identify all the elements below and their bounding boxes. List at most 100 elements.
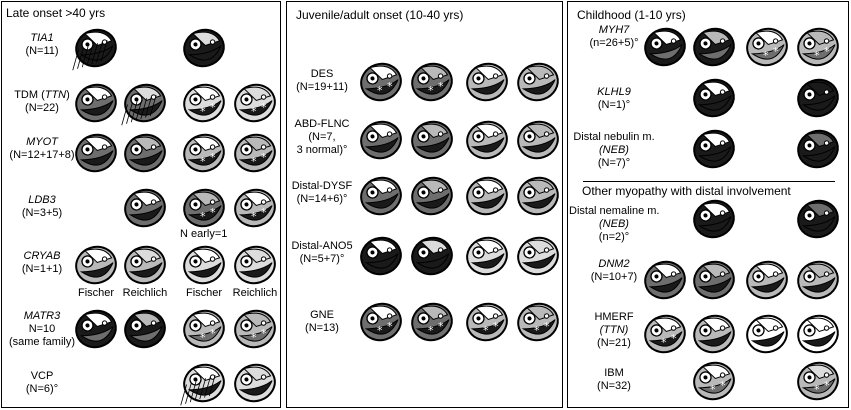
asterisk-mark: *: [387, 320, 393, 333]
leg-cross-section-icon-dysf-1: [360, 176, 402, 216]
leg-cross-section-icon-dysf-3: [466, 176, 508, 216]
leg-cross-section-icon-flnc-1: [360, 120, 402, 160]
row-label-flnc: ABD-FLNC(N=7,3 normal)°: [294, 118, 350, 156]
row-label-dnm2: DNM2(N=10+7): [590, 258, 638, 283]
leg-cross-section-icon-tdm-3: **: [183, 83, 225, 123]
leg-cross-section-icon-gne-4: **: [517, 302, 559, 342]
leg-cross-section-icon-vcp-2: [234, 363, 276, 403]
leg-cross-section-icon-matr3-4: **: [234, 309, 276, 349]
leg-cross-section-icon-flnc-4: [517, 120, 559, 160]
leg-cross-section-icon-neb-1: [693, 129, 735, 169]
leg-cross-section-icon-ano5-1: [360, 236, 402, 276]
leg-cross-section-icon-ldb3-2: **: [183, 188, 225, 228]
leg-cross-section-icon-gne-1: **: [360, 302, 402, 342]
leg-cross-section-icon-dnm2-4: [797, 260, 839, 300]
leg-cross-section-icon-tia1-1: [72, 28, 117, 71]
panel-title-late: Late onset >40 yrs: [6, 6, 106, 20]
leg-cross-section-icon-cryab-4: [234, 245, 276, 285]
asterisk-mark: *: [210, 327, 216, 340]
asterisk-mark: *: [210, 101, 216, 114]
leg-caption: Fischer: [185, 287, 223, 299]
leg-cross-section-icon-cryab-3: [183, 245, 225, 285]
panel-title-juvenile: Juvenile/adult onset (10-40 yrs): [296, 8, 464, 22]
leg-cross-section-icon-des-3: [466, 62, 508, 102]
leg-cross-section-icon-hmerf-4: [797, 314, 839, 354]
leg-cross-section-icon-tdm-2: [121, 83, 166, 126]
row-label-vcp: VCP(N=6)°: [25, 370, 59, 395]
asterisk-mark: *: [251, 331, 257, 344]
row-label-nem: Distal nemaline m.(NEB)(n=2)°: [569, 205, 660, 243]
asterisk-mark: *: [200, 105, 206, 118]
leg-cross-section-icon-klhl9-2: [797, 78, 839, 118]
leg-cross-section-icon-des-2: **: [411, 62, 453, 102]
leg-cross-section-icon-tdm-4: **: [234, 83, 276, 123]
leg-cross-section-icon-vcp-1: [180, 363, 225, 406]
leg-cross-section-icon-ldb3-1: [124, 188, 166, 228]
leg-cross-section-icon-nem-1: [693, 199, 735, 239]
leg-cross-section-icon-myh7-2: [693, 27, 735, 67]
asterisk-mark: *: [710, 383, 716, 396]
asterisk-mark: *: [534, 324, 540, 337]
row-label-klhl9: KLHL9(N=1)°: [597, 86, 631, 111]
asterisk-mark: *: [814, 49, 820, 62]
leg-caption: Reichlich: [122, 287, 168, 299]
asterisk-mark: *: [483, 324, 489, 337]
leg-cross-section-icon-ano5-2: [411, 236, 453, 276]
leg-cross-section-icon-neb-2: [797, 129, 839, 169]
asterisk-mark: *: [814, 383, 820, 396]
leg-cross-section-icon-hmerf-1: **: [644, 314, 686, 354]
asterisk-mark: *: [200, 155, 206, 168]
leg-cross-section-icon-hmerf-3: [746, 314, 788, 354]
asterisk-mark: *: [773, 45, 779, 58]
leg-cross-section-icon-ldb3-3: **: [234, 188, 276, 228]
asterisk-mark: *: [261, 327, 267, 340]
leg-cross-section-icon-des-4: [517, 62, 559, 102]
leg-cross-section-icon-matr3-1: [75, 309, 117, 349]
asterisk-mark: *: [387, 80, 393, 93]
row-label-des: DES(N=19+11): [296, 68, 348, 93]
asterisk-mark: *: [251, 210, 257, 223]
leg-caption: Fischer: [77, 287, 115, 299]
leg-cross-section-icon-ano5-4: [517, 236, 559, 276]
leg-cross-section-icon-flnc-3: [466, 120, 508, 160]
asterisk-mark: *: [544, 320, 550, 333]
row-label-tia1: TIA1(N=11): [25, 32, 59, 57]
asterisk-mark: *: [210, 151, 216, 164]
panel-childhood: [567, 1, 849, 408]
asterisk-mark: *: [438, 320, 444, 333]
panel-title-childhood: Childhood (1-10 yrs): [577, 8, 686, 22]
asterisk-mark: *: [438, 80, 444, 93]
leg-cross-section-icon-ibm-2: **: [797, 361, 839, 401]
row-label-gne: GNE(N=13): [305, 309, 339, 334]
asterisk-mark: *: [428, 84, 434, 97]
row-label-cryab: CRYAB(N=1+1): [21, 250, 63, 275]
leg-caption: Reichlich: [232, 287, 278, 299]
row-label-ldb3: LDB3(N=3+5): [21, 194, 63, 219]
row-label-ibm: IBM(N=32): [597, 367, 631, 392]
row-label-neb: Distal nebulin m.(NEB)(N=7)°: [573, 131, 655, 169]
leg-cross-section-icon-dysf-2: [411, 176, 453, 216]
asterisk-mark: *: [493, 320, 499, 333]
leg-cross-section-icon-myot-1: [75, 133, 117, 173]
asterisk-mark: *: [824, 379, 830, 392]
leg-cross-section-icon-matr3-2: [124, 309, 166, 349]
row-label-dysf: Distal-DYSF(N=14+6)°: [291, 180, 353, 205]
leg-cross-section-icon-dnm2-3: [746, 260, 788, 300]
asterisk-mark: *: [210, 206, 216, 219]
panel-subtitle-other: Other myopathy with distal involvement: [582, 184, 791, 198]
leg-cross-section-icon-klhl9-1: [693, 78, 735, 118]
leg-cross-section-icon-des-1: **: [360, 62, 402, 102]
leg-cross-section-icon-myot-4: **: [234, 133, 276, 173]
leg-cross-section-icon-nem-2: [797, 199, 839, 239]
leg-cross-section-icon-myot-2: [124, 133, 166, 173]
leg-cross-section-icon-myot-3: **: [183, 133, 225, 173]
leg-cross-section-icon-dnm2-1: [644, 260, 686, 300]
panel-juvenile-onset: [286, 1, 563, 408]
leg-cross-section-icon-flnc-2: [411, 120, 453, 160]
section-divider: [583, 181, 835, 182]
asterisk-mark: *: [251, 155, 257, 168]
asterisk-mark: *: [200, 331, 206, 344]
asterisk-mark: *: [824, 45, 830, 58]
leg-cross-section-icon-ibm-1: **: [693, 361, 735, 401]
